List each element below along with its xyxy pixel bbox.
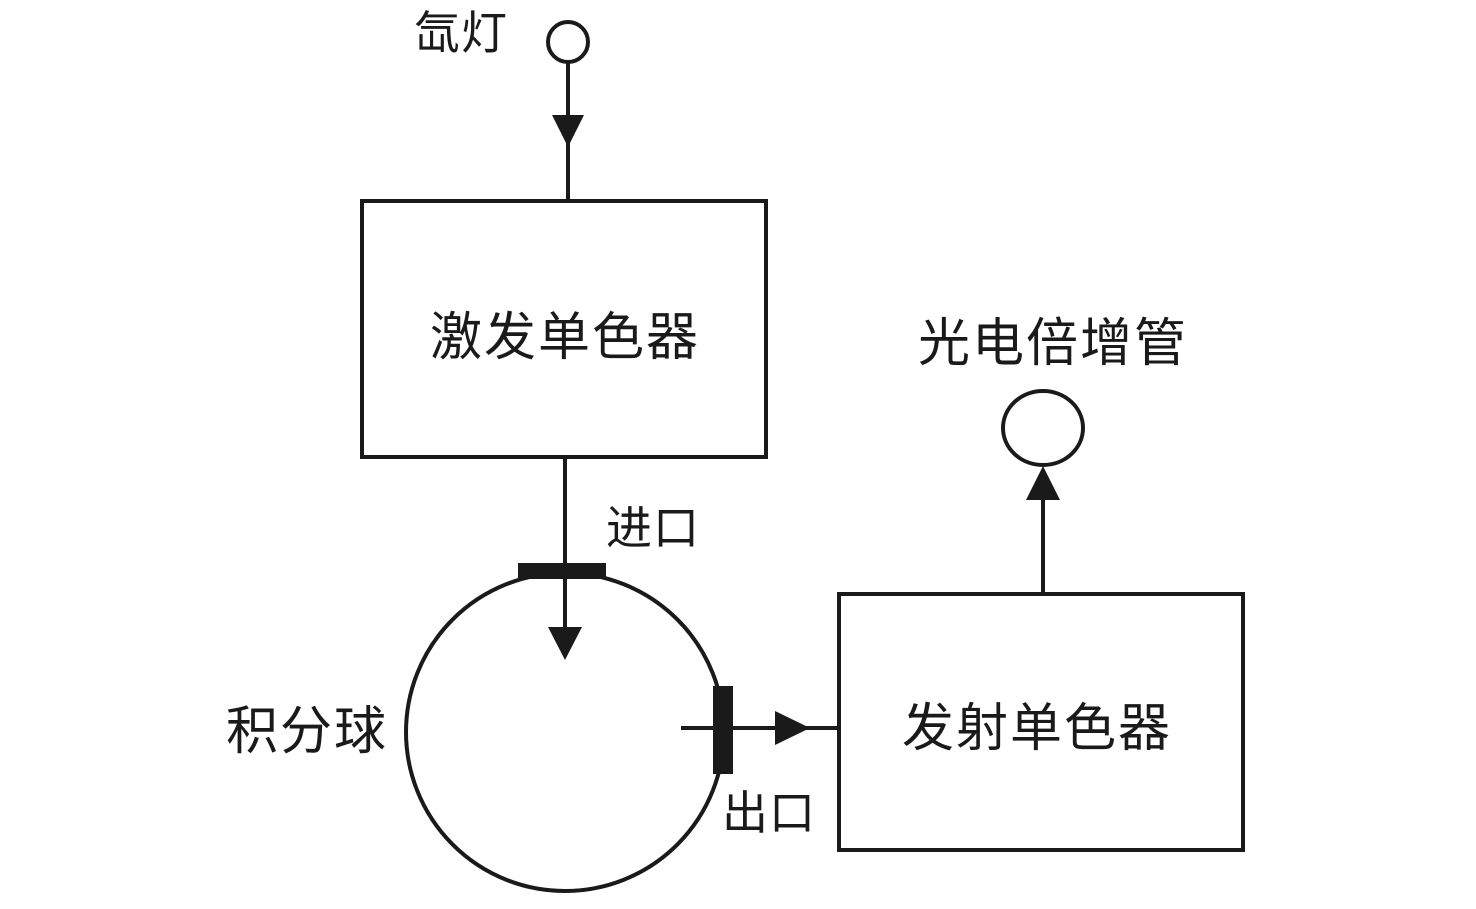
- integrating-sphere-label: 积分球: [226, 702, 389, 762]
- photomultiplier-label: 光电倍增管: [918, 314, 1189, 374]
- inlet-port: [518, 563, 606, 579]
- outlet-beam-arrowhead: [775, 711, 810, 745]
- xenon-lamp-symbol: [546, 20, 590, 64]
- excitation-monochromator-label: 激发单色器: [430, 308, 701, 368]
- excitation-beam-arrowhead: [548, 627, 582, 660]
- lamp-beam-arrowhead: [552, 115, 584, 147]
- xenon-lamp-label: 氙灯: [414, 6, 508, 60]
- inlet-label: 进口: [606, 501, 700, 555]
- emission-monochromator-label: 发射单色器: [902, 699, 1173, 759]
- emission-beam-arrowhead: [1026, 466, 1060, 500]
- outlet-label: 出口: [722, 786, 816, 840]
- photomultiplier-symbol: [1001, 389, 1085, 467]
- emission-monochromator-box: [837, 592, 1245, 852]
